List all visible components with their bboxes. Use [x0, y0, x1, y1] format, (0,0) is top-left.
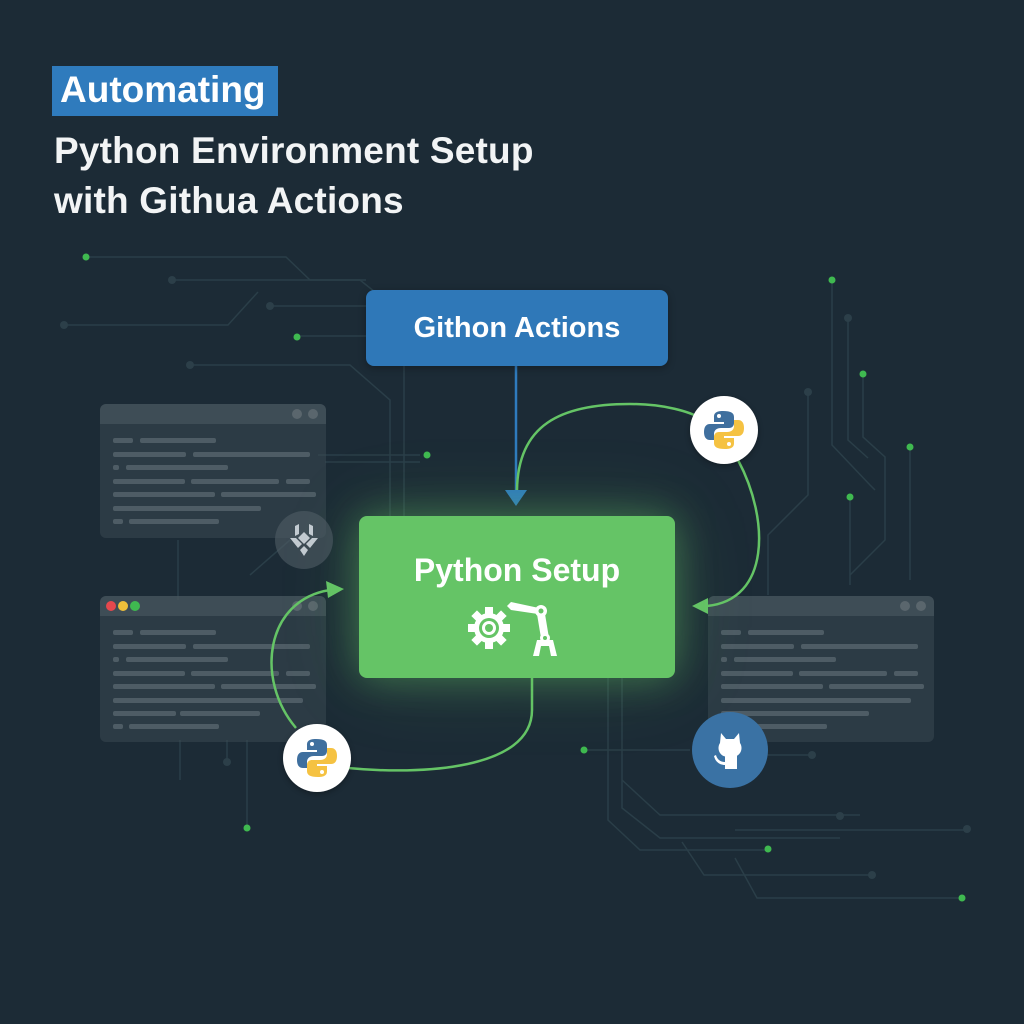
github-actions-label: Githon Actions: [413, 311, 621, 344]
python-logo-badge-bottom-left: [283, 724, 351, 792]
window-dot-icon: [292, 601, 302, 611]
github-actions-node[interactable]: Githon Actions: [366, 290, 668, 366]
python-setup-node[interactable]: Python Setup: [359, 516, 675, 678]
title-line-2: with Githua Actions: [54, 180, 404, 221]
window-dot-icon: [308, 601, 318, 611]
github-logo-badge: [692, 712, 768, 788]
shield-logo-badge: [275, 511, 333, 569]
minimize-dot-icon: [118, 601, 128, 611]
arrow-head-icon: [692, 598, 708, 614]
maximize-dot-icon: [130, 601, 140, 611]
close-dot-icon: [106, 601, 116, 611]
title-highlight: Automating: [52, 66, 278, 116]
window-dot-icon: [900, 601, 910, 611]
window-dot-icon: [292, 409, 302, 419]
flow-arc-top: [515, 402, 701, 491]
python-setup-label: Python Setup: [413, 552, 621, 588]
python-logo-badge-top-right: [690, 396, 758, 464]
gear-robot-arm-icon: [468, 602, 557, 656]
flow-arc-left: [270, 588, 331, 729]
title-block: Automating Python Environment Setup with…: [52, 66, 534, 226]
code-window-bottom-left: [100, 596, 326, 742]
python-logo-icon: [704, 411, 744, 449]
window-dot-icon: [308, 409, 318, 419]
flow-arc-right: [706, 459, 761, 608]
title-line-1: Python Environment Setup: [54, 130, 534, 171]
flow-arc-bottom: [347, 678, 534, 772]
arrow-head-icon: [326, 581, 344, 598]
arrow-head-icon: [505, 490, 527, 506]
shield-logo-icon: [290, 524, 318, 556]
github-octocat-icon: [714, 733, 742, 769]
window-dot-icon: [916, 601, 926, 611]
python-logo-icon: [297, 739, 337, 777]
